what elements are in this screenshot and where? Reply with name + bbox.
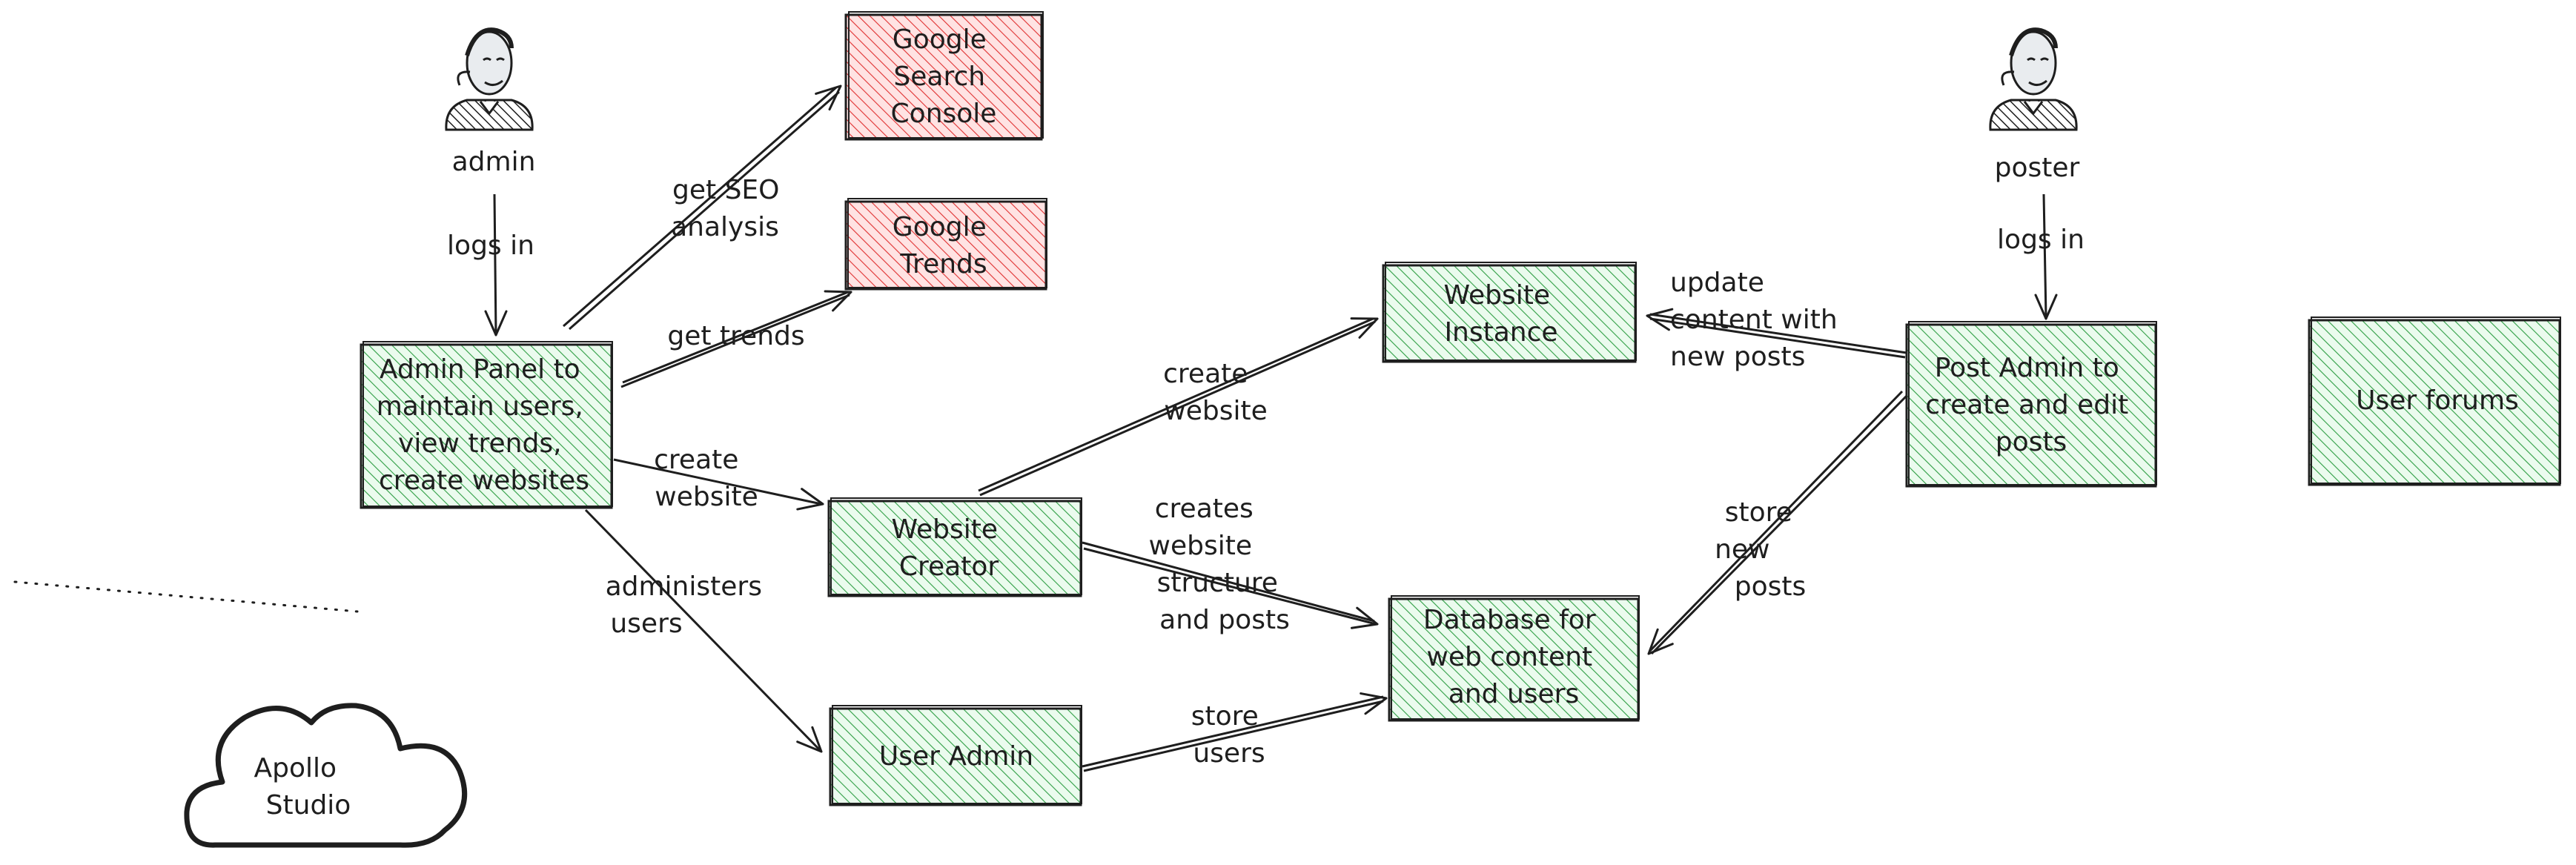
edge-label: website [1149,531,1252,561]
node-line: Google [893,24,987,55]
edge-update-content [1644,304,1907,359]
node-line: Trends [899,249,987,279]
edge-get-seo [563,76,849,331]
svg-text:Post Admin to create and: Post Admin to create and edit posts [1925,353,2136,457]
svg-text:Google Search Cons: Google Search Console [891,24,997,129]
svg-text:create website: create website [654,445,758,512]
svg-text:get SEO analysis: get SEO analysis [671,175,788,242]
node-line: Creator [899,551,999,582]
edge-label: analysis [671,212,779,242]
svg-text:Apollo Studio: Apollo Studio [254,753,351,821]
svg-text:Database for web content: Database for web content and users [1423,605,1604,709]
node-line: posts [1996,427,2067,457]
edge-administers-users [584,508,830,760]
edge-label: users [610,609,682,639]
node-line: create and edit [1925,390,2128,420]
edge-label: creates [1155,494,1254,524]
node-line: maintain users, [377,391,583,422]
node-line: Instance [1444,317,1557,348]
edge-label: new [1715,534,1769,565]
user-admin-box: User Admin [829,705,1082,806]
node-line: web content [1426,642,1592,672]
edge-label: update [1670,268,1764,298]
admin-panel-box: Admin Panel to maintain users, view tren… [360,341,613,509]
svg-text:store users: store users [1191,701,1268,769]
node-line: User forums [2356,385,2519,416]
node-line: create websites [379,465,589,496]
edge-poster-logs-in [2034,193,2058,320]
node-line: view trends, [398,428,561,459]
svg-text:logs in: logs in [1997,225,2085,255]
edge-label: create [654,445,738,475]
edge-label: website [1164,396,1267,426]
edge-label: get SEO [672,175,780,205]
admin-label: admin [452,147,536,177]
user-forums-box: User forums [2308,316,2561,486]
website-creator-box: Website Creator [827,497,1082,597]
edge-creates-structure [1082,541,1382,636]
edge-label: new posts [1670,342,1805,372]
admin-actor [445,27,534,131]
post-admin-box: Post Admin to create and edit posts [1905,321,2157,488]
edge-create-website-2 [978,308,1383,497]
database-box: Database for web content and users [1388,595,1640,722]
node-line: Website [892,514,999,545]
edge-label: store [1191,701,1259,732]
edge-label: logs in [447,231,534,261]
svg-text:User Admin: User Admin [879,741,1033,772]
svg-text:create website: create website [1163,359,1268,426]
svg-text:Website Instance: Website Instance [1444,280,1559,348]
edge-label: administers [606,571,762,602]
person-icon [445,27,534,131]
apollo-studio-cloud: Apollo Studio [184,703,468,848]
svg-text:store new posts: store new posts [1715,497,1806,602]
dotted-divider [13,580,359,613]
svg-text:administers users: administers users [606,571,771,639]
edge-store-new-posts [1640,390,1908,663]
svg-text:Google Trends: Google Trends [893,212,995,279]
node-line: and users [1448,679,1579,709]
edge-admin-logs-in [484,193,508,337]
edge-label: website [655,482,758,512]
edge-label: and posts [1159,605,1290,635]
node-line: Post Admin to [1935,353,2119,383]
node-line: User Admin [879,741,1033,772]
edge-label: users [1193,738,1265,769]
cloud-icon [184,703,468,848]
edge-store-users [1082,686,1390,772]
google-search-console-box: Google Search Console [844,11,1044,141]
svg-text:Website Creator: Website Creator [892,514,1007,582]
node-line: Website [1444,280,1551,311]
edge-label: get trends [667,321,804,351]
person-icon [1989,27,2078,131]
poster-actor [1989,27,2078,131]
node-line: Google [893,212,987,242]
node-line: Search [893,62,985,92]
edge-get-trends [620,281,856,388]
cloud-line: Studio [266,790,351,821]
edge-label: posts [1735,571,1807,602]
cloud-line: Apollo [254,753,337,783]
svg-text:creates website struct: creates website structure and posts [1149,494,1290,635]
website-instance-box: Website Instance [1382,262,1637,363]
node-line: Console [891,99,997,129]
node-line: Database for [1423,605,1596,635]
edge-label: store [1725,497,1792,528]
edge-label: logs in [1997,225,2085,255]
edge-create-website-1 [613,458,827,516]
google-trends-box: Google Trends [844,198,1047,291]
svg-text:Admin Panel to maintain: Admin Panel to maintain users, view tren… [377,354,592,496]
poster-label: poster [1995,153,2080,183]
node-line: Admin Panel to [380,354,580,385]
svg-text:get trends: get trends [667,321,804,351]
svg-text:logs in: logs in [447,231,534,261]
edge-label: create [1163,359,1248,389]
svg-text:User forums: User forums [2356,385,2519,416]
edge-label: content with [1670,305,1838,335]
svg-text:update content with ne: update content with new posts [1670,268,1846,372]
edge-label: structure [1157,568,1278,598]
